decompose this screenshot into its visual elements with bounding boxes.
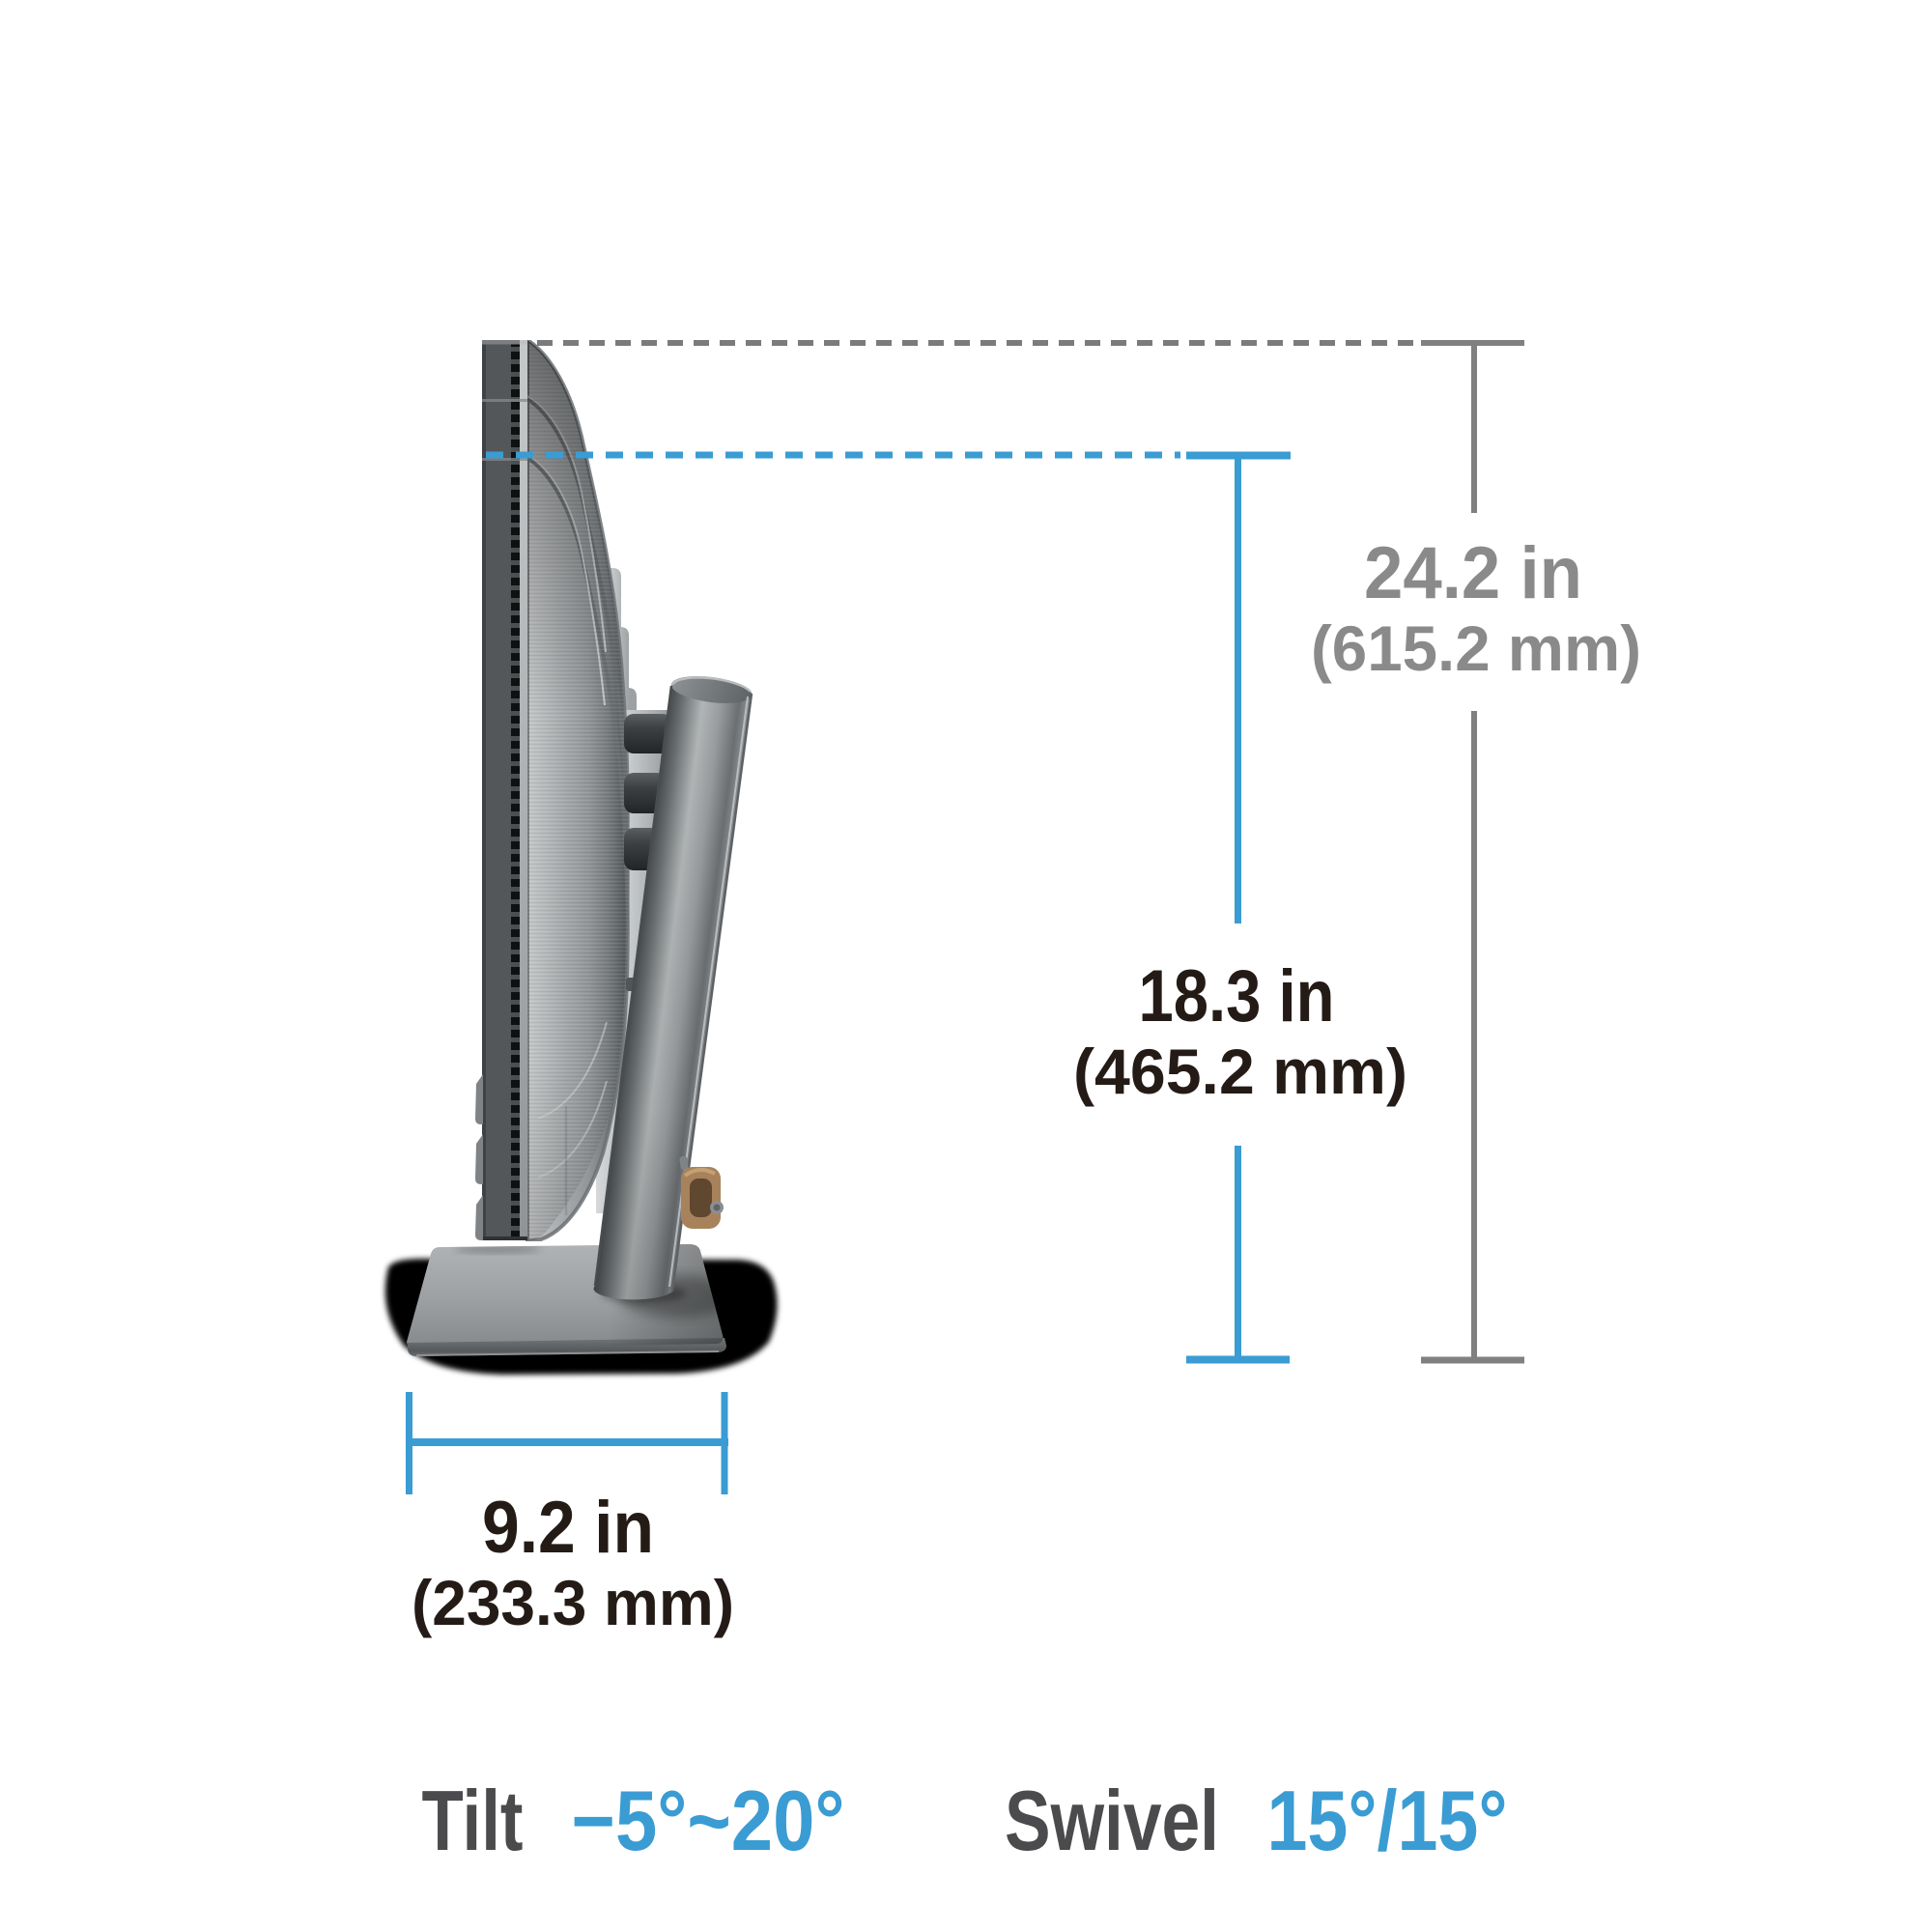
svg-text:(465.2 mm): (465.2 mm) (1073, 1036, 1407, 1107)
svg-text:(615.2 mm): (615.2 mm) (1311, 612, 1641, 684)
svg-text:(233.3 mm): (233.3 mm) (412, 1567, 734, 1638)
svg-text:15°/15°: 15°/15° (1267, 1773, 1508, 1868)
svg-text:9.2 in: 9.2 in (482, 1487, 654, 1569)
svg-text:Swivel: Swivel (1005, 1773, 1219, 1868)
svg-text:24.2 in: 24.2 in (1364, 532, 1582, 614)
svg-text:18.3 in: 18.3 in (1139, 955, 1335, 1037)
svg-text:Tilt: Tilt (422, 1773, 524, 1868)
svg-text:−5°~20°: −5°~20° (572, 1773, 845, 1868)
